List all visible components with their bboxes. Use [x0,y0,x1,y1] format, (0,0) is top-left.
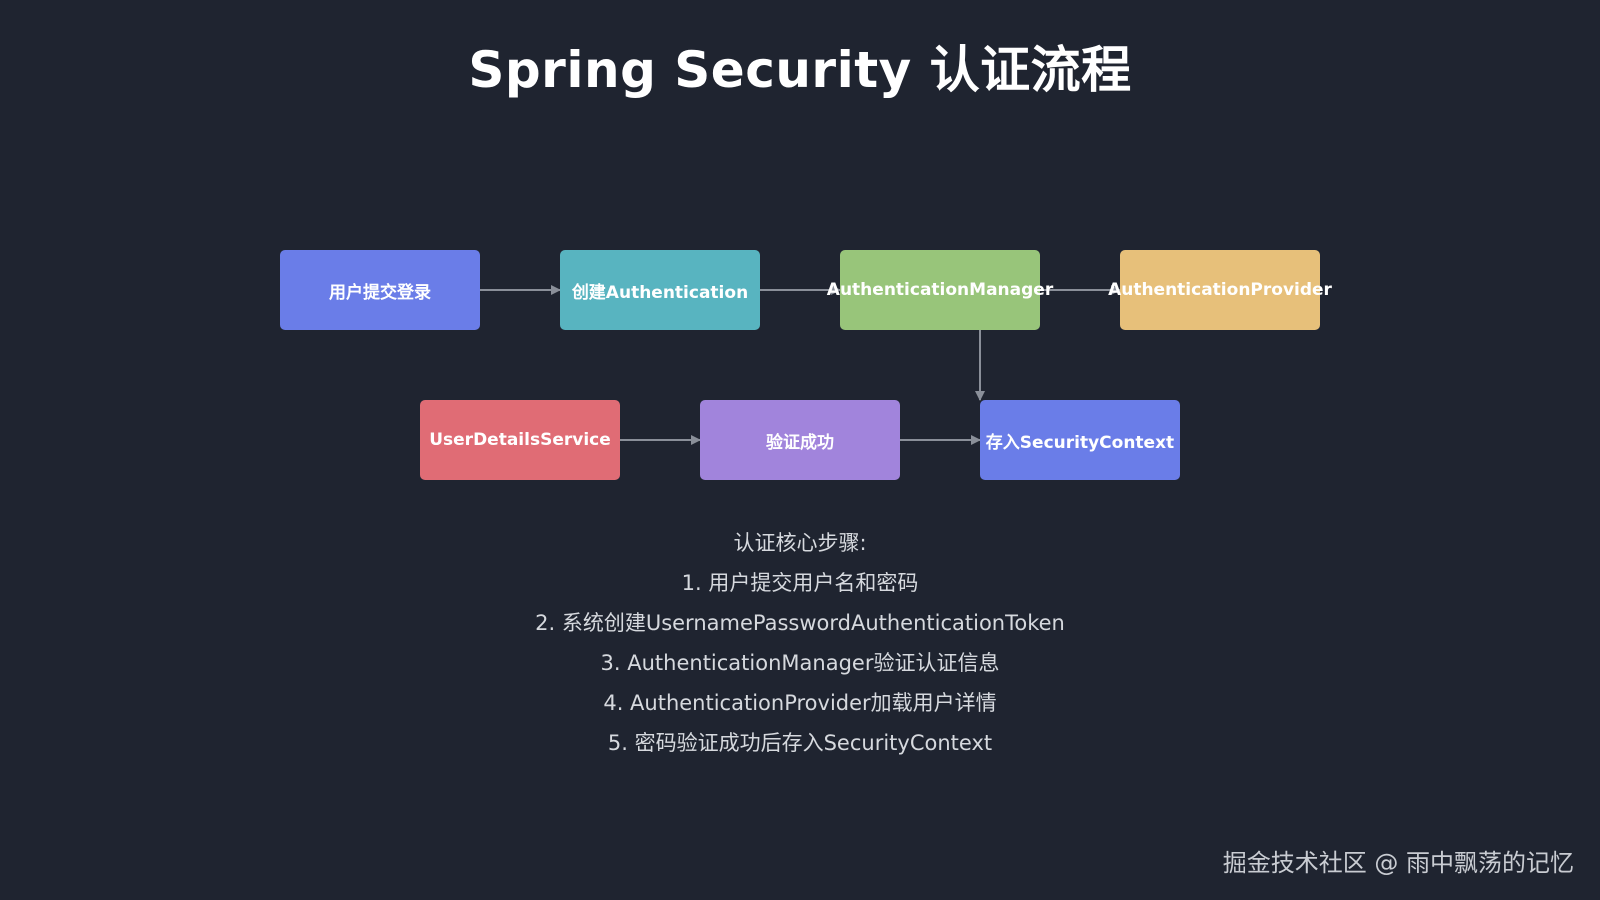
steps-heading: 认证核心步骤: [733,531,867,555]
step-item: 2. 系统创建UsernamePasswordAuthenticationTok… [535,611,1065,635]
node-create-authentication: 创建Authentication [560,250,760,330]
page-title: Spring Security 认证流程 [468,41,1132,99]
steps-list: 认证核心步骤: 1. 用户提交用户名和密码 2. 系统创建UsernamePas… [0,523,1600,763]
node-authentication-manager: AuthenticationManager [827,250,1053,330]
node-authentication-provider-label: AuthenticationProvider [1108,280,1332,300]
node-security-context: 存入SecurityContext [980,400,1180,480]
node-security-context-label: 存入SecurityContext [985,432,1175,453]
node-verify-success-label: 验证成功 [766,432,834,453]
node-user-details-service-label: UserDetailsService [429,430,611,450]
step-item: 4. AuthenticationProvider加载用户详情 [603,691,997,715]
watermark: 掘金技术社区 @ 雨中飘荡的记忆 [1222,849,1574,877]
node-authentication-provider: AuthenticationProvider [1108,250,1332,330]
node-create-authentication-label: 创建Authentication [571,282,749,303]
node-user-login-label: 用户提交登录 [329,282,431,303]
node-authentication-manager-label: AuthenticationManager [826,280,1054,300]
step-item: 3. AuthenticationManager验证认证信息 [600,651,1000,675]
node-user-login: 用户提交登录 [280,250,480,330]
node-verify-success: 验证成功 [700,400,900,480]
step-item: 1. 用户提交用户名和密码 [681,571,919,595]
step-item: 5. 密码验证成功后存入SecurityContext [607,731,993,755]
node-user-details-service: UserDetailsService [420,400,620,480]
